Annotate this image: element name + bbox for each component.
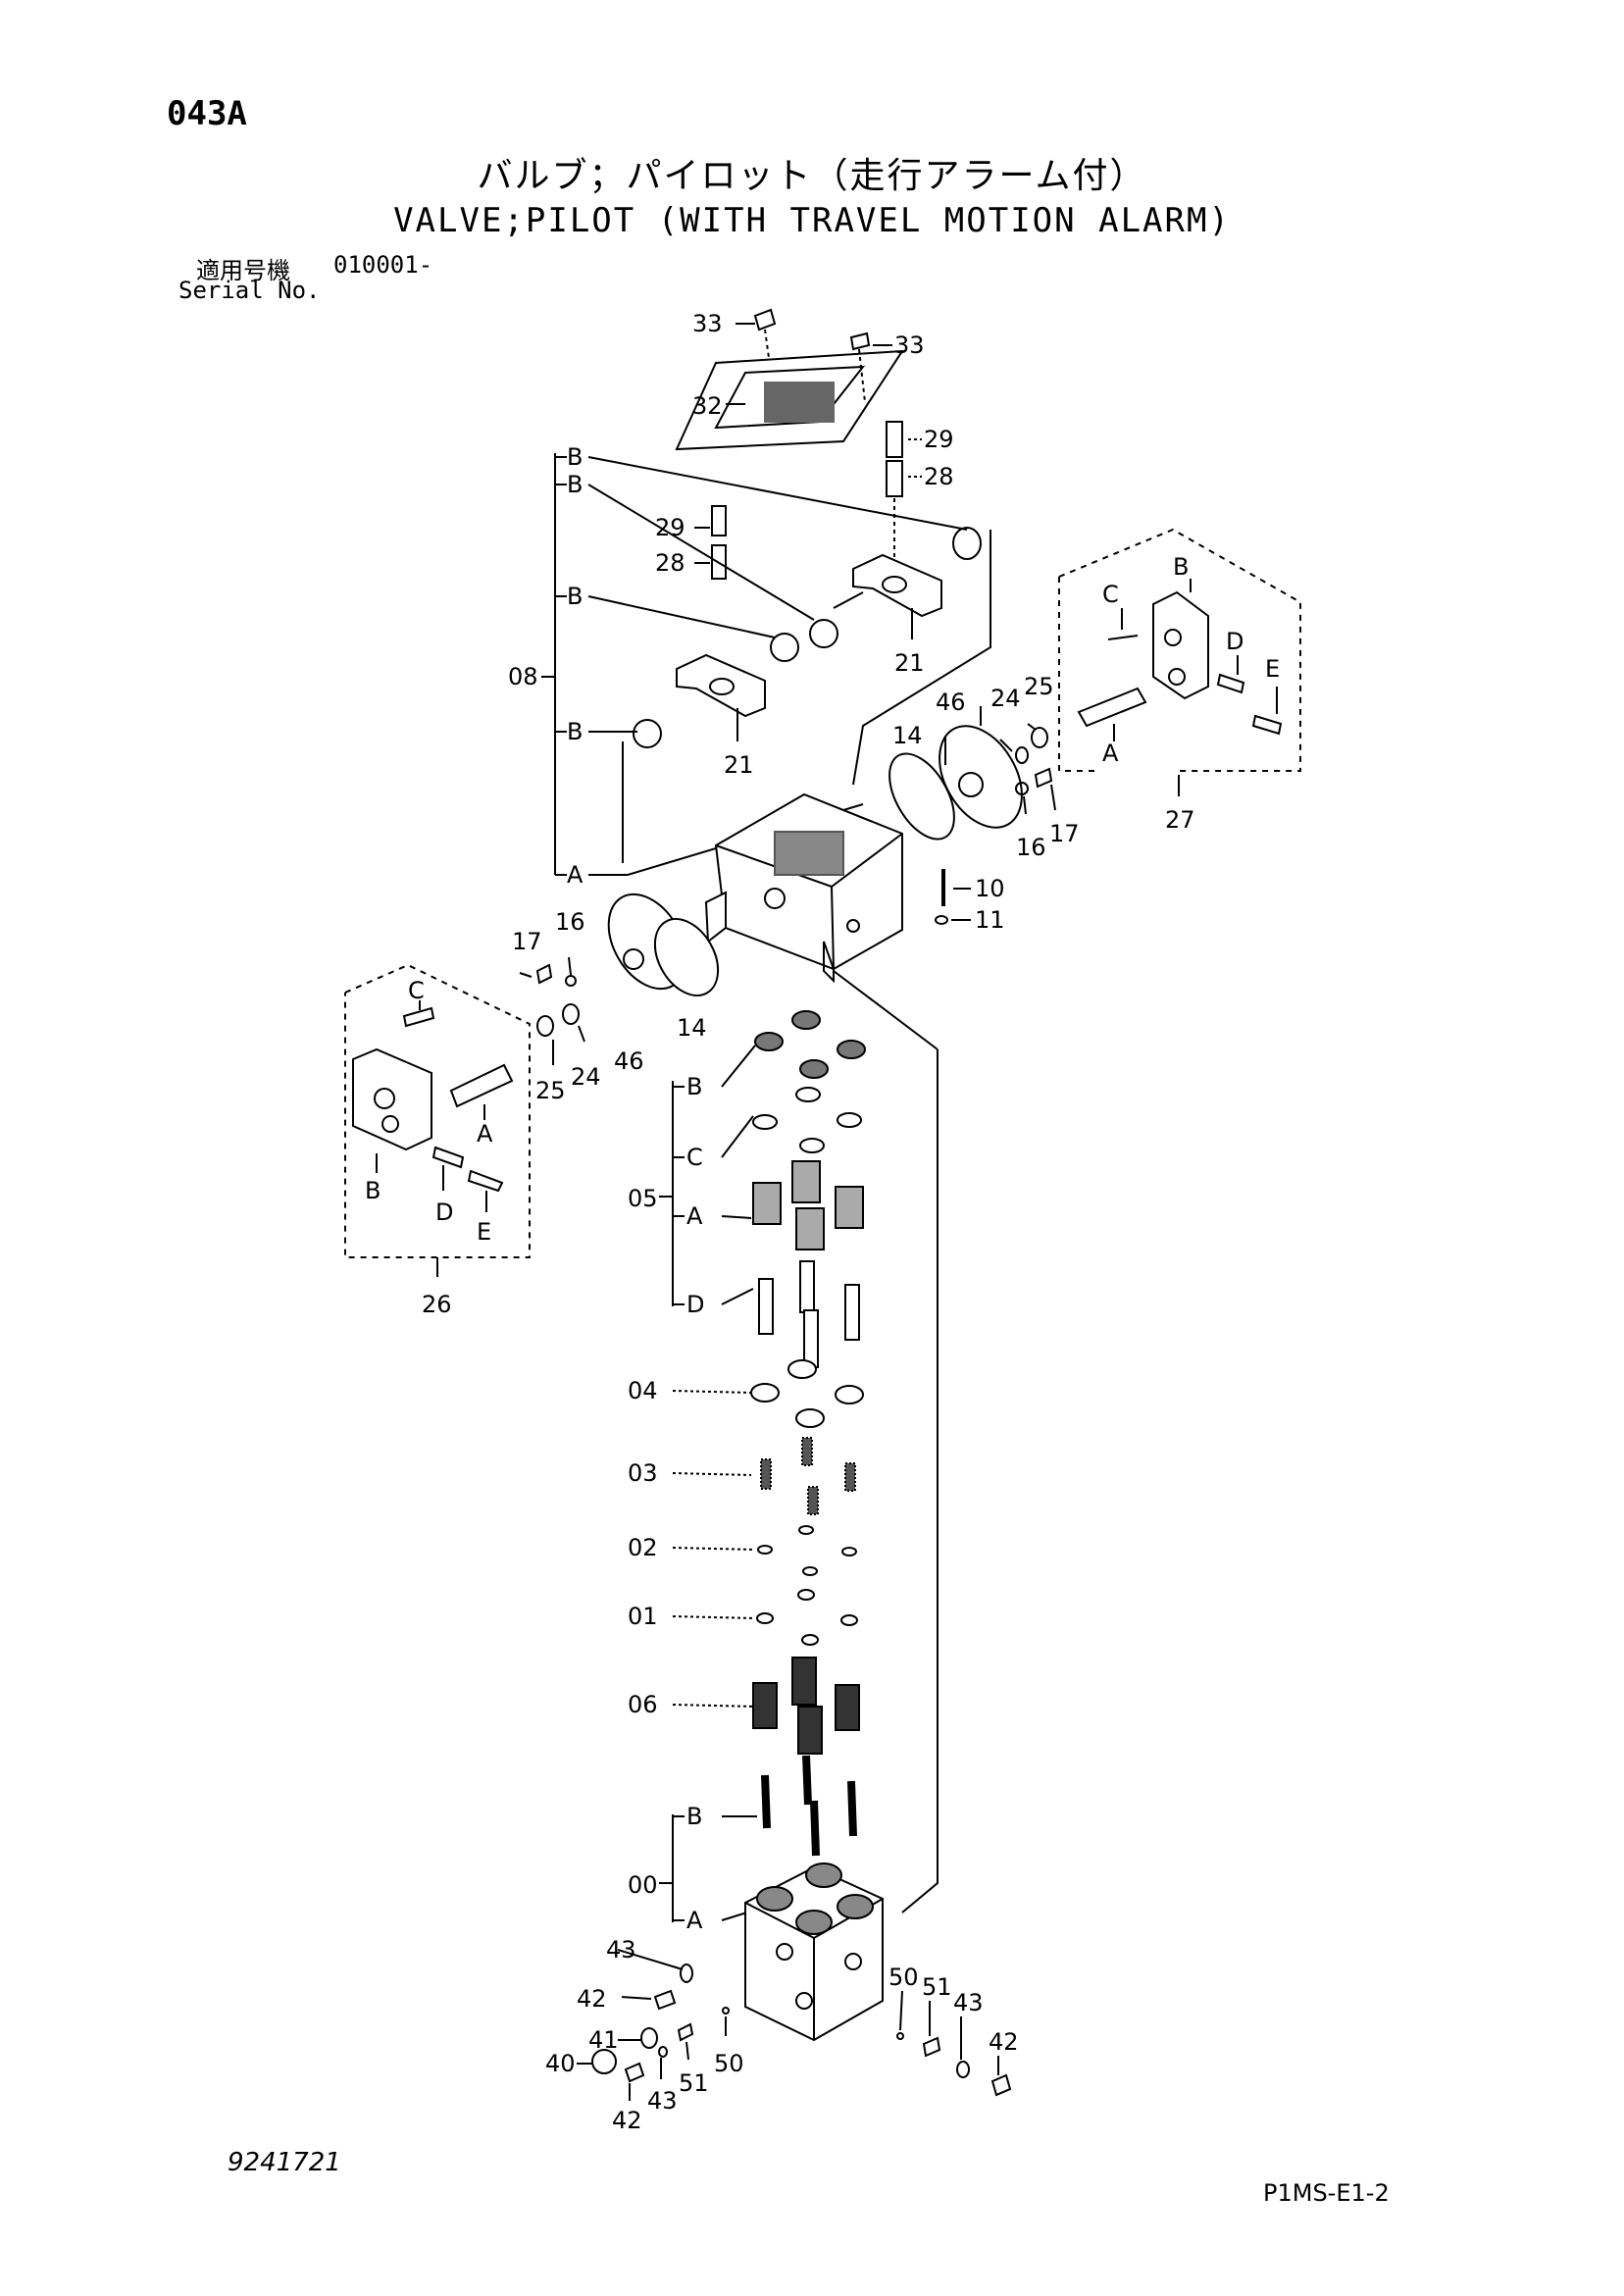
page-id: 043A (167, 94, 247, 133)
valve-body (744, 1862, 884, 2042)
key-E: E (477, 1218, 491, 1246)
bushing-icon (633, 527, 982, 748)
key-B: B (567, 718, 583, 745)
drawing-number: 9241721 (228, 2148, 341, 2177)
callout-25: 25 (1024, 673, 1054, 700)
key-C: C (1102, 581, 1119, 608)
title-english: VALVE;PILOT (WITH TRAVEL MOTION ALARM) (393, 201, 1231, 240)
callout-43: 43 (953, 1989, 984, 2016)
serial-label-japanese: 適用号機 (196, 257, 290, 284)
callout-43: 43 (647, 2087, 678, 2115)
callout-33: 33 (692, 310, 723, 337)
key-A: A (686, 1907, 703, 1934)
callout-03: 03 (628, 1459, 658, 1487)
callout-40: 40 (545, 2050, 576, 2077)
callout-41: 41 (588, 2026, 619, 2054)
cover-plate (675, 349, 904, 451)
callout-24: 24 (571, 1063, 601, 1091)
spool-icon (761, 1755, 857, 1857)
small-spring-icon (760, 1437, 856, 1515)
callout-42: 42 (577, 1985, 607, 2013)
key-B: B (567, 583, 583, 610)
valve-housing (704, 792, 903, 984)
spring-icon (752, 1657, 860, 1755)
key-E: E (1265, 655, 1280, 683)
callout-17: 17 (512, 928, 542, 955)
retainer-icon (750, 1359, 864, 1428)
callout-17: 17 (1049, 820, 1080, 847)
callout-29: 29 (655, 514, 685, 541)
callout-32: 32 (692, 392, 723, 420)
key-A: A (686, 1202, 703, 1230)
key-A: A (1102, 740, 1119, 767)
key-A: A (567, 861, 584, 889)
callout-29: 29 (924, 426, 954, 453)
callout-05: 05 (628, 1185, 658, 1212)
callout-16: 16 (1016, 834, 1046, 861)
key-B: B (567, 471, 583, 498)
callout-00: 00 (628, 1871, 658, 1899)
callout-24: 24 (990, 685, 1021, 712)
callout-27: 27 (1165, 806, 1195, 834)
callout-51: 51 (679, 2069, 709, 2097)
callout-46: 46 (936, 689, 966, 716)
callout-04: 04 (628, 1377, 658, 1404)
callout-28: 28 (924, 463, 954, 490)
title-japanese: バルブ；パイロット（走行アラーム付） (477, 156, 1147, 196)
callout-01: 01 (628, 1603, 658, 1630)
key-A: A (477, 1120, 493, 1148)
bolt-icon (753, 308, 871, 403)
lever-icon (676, 553, 942, 718)
key-D: D (686, 1291, 704, 1318)
callout-42: 42 (612, 2107, 642, 2134)
plug-icon (752, 1160, 864, 1250)
callout-42: 42 (989, 2028, 1019, 2056)
callout-16: 16 (555, 908, 585, 936)
callout-14: 14 (677, 1014, 707, 1042)
plunger-icon (758, 1260, 860, 1368)
callout-43: 43 (606, 1936, 636, 1964)
key-C: C (686, 1144, 703, 1171)
callout-02: 02 (628, 1534, 658, 1561)
callout-08: 08 (508, 663, 538, 690)
callout-50: 50 (714, 2050, 744, 2077)
key-D: D (1226, 628, 1243, 655)
callout-33: 33 (894, 332, 925, 359)
cover-icon (607, 725, 1023, 996)
key-B: B (365, 1177, 381, 1204)
key-D: D (435, 1199, 453, 1226)
callout-28: 28 (655, 549, 685, 577)
callout-26: 26 (422, 1291, 452, 1318)
callout-21: 21 (724, 751, 754, 779)
key-B: B (1173, 553, 1189, 581)
key-B: B (567, 443, 583, 471)
key-B: B (686, 1803, 702, 1830)
seal-icon (752, 1010, 866, 1153)
callout-11: 11 (975, 906, 1005, 934)
callout-25: 25 (535, 1077, 566, 1104)
callout-50: 50 (888, 1964, 919, 1991)
key-C: C (408, 977, 425, 1004)
callout-46: 46 (614, 1047, 644, 1075)
callout-06: 06 (628, 1691, 658, 1718)
callout-21: 21 (894, 649, 925, 677)
callout-51: 51 (922, 1973, 952, 2001)
key-B: B (686, 1073, 702, 1100)
washer-icon (756, 1525, 858, 1646)
callout-labels: 33 33 32 29 28 29 28 21 21 08 B B B B A … (365, 310, 1280, 2134)
serial-label-english: Serial No. (178, 277, 321, 304)
sheet-id: P1MS-E1-2 (1263, 2179, 1390, 2207)
pin-icon (711, 421, 903, 580)
serial-value: 010001- (333, 251, 433, 279)
callout-10: 10 (975, 875, 1005, 902)
callout-14: 14 (892, 722, 923, 749)
